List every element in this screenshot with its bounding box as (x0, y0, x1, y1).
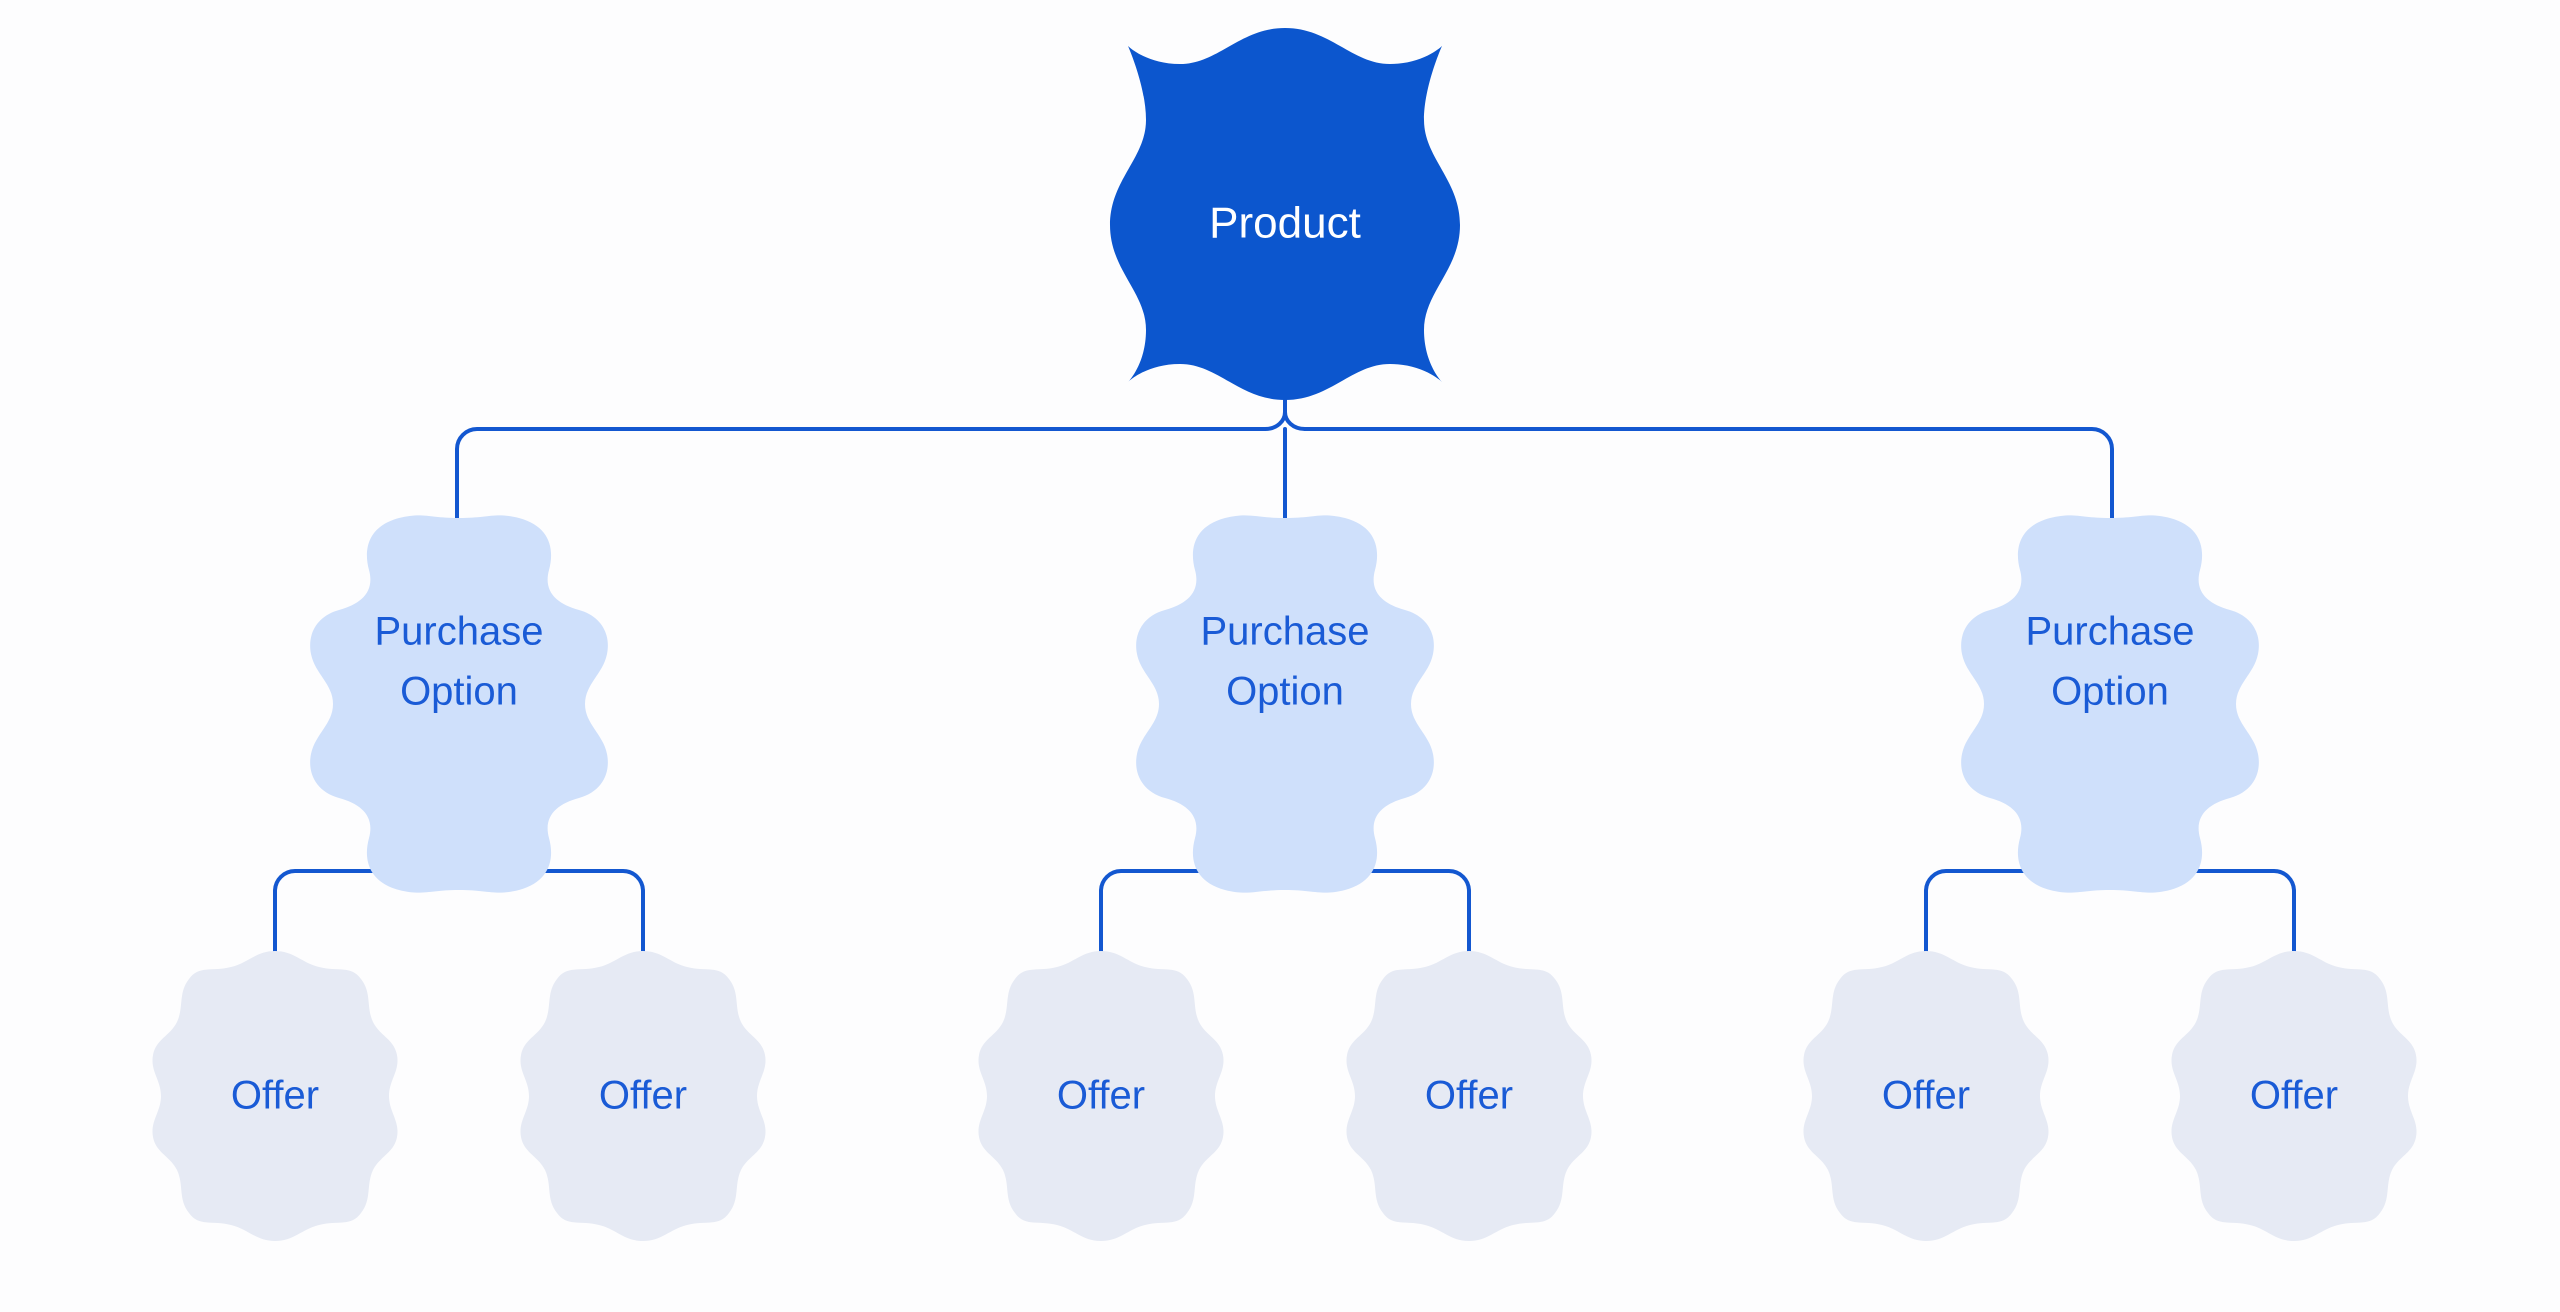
node-offer-1-1[interactable]: Offer (152, 951, 398, 1241)
node-purchase-option-2[interactable]: Purchase Option (1136, 515, 1434, 893)
offer-3-2-label: Offer (2250, 1074, 2338, 1118)
node-offer-1-2[interactable]: Offer (520, 951, 766, 1241)
product-blob-shape (1110, 28, 1460, 400)
connector-bus-junction-level1 (1263, 410, 1307, 431)
offer-1-1-blob-shape (152, 951, 398, 1241)
offer-1-1-label: Offer (231, 1074, 319, 1118)
connector-group-level1 (455, 358, 2114, 524)
offer-2-2-blob-shape (1346, 951, 1592, 1241)
purchase-option-2-label-line1: Purchase (1201, 610, 1370, 654)
purchase-option-1-label-line2: Option (400, 670, 518, 714)
purchase-option-3-blob-shape (1961, 515, 2259, 893)
connector-option3-to-offer2 (2127, 869, 2296, 965)
connector-option2-to-offer2 (1302, 869, 1471, 965)
connector-option1-to-offer2 (476, 869, 645, 965)
connector-option2-to-offer1 (1099, 869, 1268, 965)
node-offer-3-2[interactable]: Offer (2171, 951, 2417, 1241)
node-purchase-option-1[interactable]: Purchase Option (310, 515, 608, 893)
purchase-option-2-blob-shape (1136, 515, 1434, 893)
offer-1-2-blob-shape (520, 951, 766, 1241)
purchase-option-1-label-line1: Purchase (375, 610, 544, 654)
offer-1-2-label: Offer (599, 1074, 687, 1118)
offer-3-2-blob-shape (2171, 951, 2417, 1241)
purchase-option-1-blob-shape (310, 515, 608, 893)
offer-nodes-group: Offer Offer Offer Offer (152, 951, 2417, 1241)
connector-bus-left-level1 (455, 427, 1267, 524)
connector-option1-to-offer1 (273, 869, 442, 965)
node-offer-3-1[interactable]: Offer (1803, 951, 2049, 1241)
node-offer-2-2[interactable]: Offer (1346, 951, 1592, 1241)
node-offer-2-1[interactable]: Offer (978, 951, 1224, 1241)
offer-3-1-blob-shape (1803, 951, 2049, 1241)
connector-bus-right-level1 (1303, 427, 2114, 524)
purchase-option-3-label-line1: Purchase (2026, 610, 2195, 654)
product-label: Product (1209, 199, 1361, 248)
purchase-option-3-label-line2: Option (2051, 670, 2169, 714)
purchase-option-2-label-line2: Option (1226, 670, 1344, 714)
connector-option3-to-offer1 (1924, 869, 2093, 965)
offer-2-1-label: Offer (1057, 1074, 1145, 1118)
offer-2-1-blob-shape (978, 951, 1224, 1241)
offer-3-1-label: Offer (1882, 1074, 1970, 1118)
node-purchase-option-3[interactable]: Purchase Option (1961, 515, 2259, 893)
node-product[interactable]: Product (1110, 28, 1460, 400)
offer-2-2-label: Offer (1425, 1074, 1513, 1118)
